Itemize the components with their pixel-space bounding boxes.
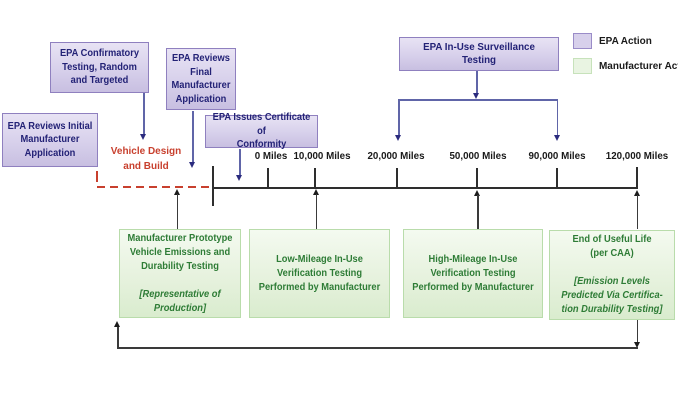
low-mileage-box: Low-Mileage In-Use Verification Testing …: [249, 229, 390, 318]
tick-20000-miles: [396, 168, 398, 187]
tick-90000-miles: [556, 168, 558, 187]
epa-surveillance-box: EPA In-Use Surveillance Testing: [399, 37, 559, 71]
arrow-surveillance-stem-line: [476, 71, 478, 93]
high-mileage-label: High-Mileage In-Use Verification Testing…: [412, 253, 534, 293]
arrow-confirmatory-head-icon: [140, 134, 146, 140]
arrow-end-of-life-up-head-icon: [633, 190, 640, 196]
epa-confirmatory-label: EPA Confirmatory Testing, Random and Tar…: [59, 48, 140, 87]
arrow-reviews-final-line: [192, 111, 194, 162]
legend-epa-swatch: [573, 33, 592, 49]
arrow-low-mileage-up-head-icon: [312, 189, 319, 195]
arrow-prototype-up-head-icon: [173, 189, 180, 195]
feedback-left-head-icon: [114, 321, 120, 327]
arrow-high-mileage-up-head-icon: [474, 190, 480, 196]
mile-label-20000: 20,000 Miles: [367, 150, 425, 162]
epa-reviews-final-label: EPA Reviews Final Manufacturer Applicati…: [171, 53, 231, 105]
epa-reviews-initial-box: EPA Reviews Initial Manufacturer Applica…: [2, 113, 98, 167]
tick-0-miles: [267, 168, 269, 187]
mile-label-120000: 120,000 Miles: [605, 150, 669, 162]
feedback-left-line: [117, 327, 119, 348]
tick-50000-miles: [476, 168, 478, 187]
arrow-high-mileage-up-line: [477, 195, 479, 229]
design-build-dash-vertical: [96, 171, 98, 182]
feedback-right-line: [636, 320, 638, 344]
legend-manufacturer-label: Manufacturer Action: [599, 60, 678, 72]
surveillance-bracket-left-head-icon: [395, 135, 401, 141]
arrow-end-of-life-up-line: [636, 195, 638, 229]
surveillance-bracket-line: [398, 99, 558, 101]
arrow-low-mileage-up-line: [315, 194, 317, 229]
end-of-life-label: End of Useful Life (per CAA): [572, 234, 652, 259]
mile-label-10000: 10,000 Miles: [293, 150, 351, 162]
tick-10000-miles: [314, 168, 316, 187]
epa-confirmatory-box: EPA Confirmatory Testing, Random and Tar…: [50, 42, 149, 93]
arrow-reviews-final-head-icon: [189, 162, 195, 168]
epa-reviews-final-box: EPA Reviews Final Manufacturer Applicati…: [166, 48, 236, 110]
end-of-life-box: End of Useful Life (per CAA) [Emission L…: [549, 230, 675, 320]
epa-surveillance-label: EPA In-Use Surveillance Testing: [423, 40, 535, 67]
epa-reviews-initial-label: EPA Reviews Initial Manufacturer Applica…: [7, 120, 93, 159]
low-mileage-label: Low-Mileage In-Use Verification Testing …: [258, 253, 381, 293]
tick-120000-miles: [636, 167, 638, 187]
vehicle-design-build-label: Vehicle Design and Build: [110, 145, 182, 172]
timeline-start-bar: [212, 166, 214, 206]
high-mileage-box: High-Mileage In-Use Verification Testing…: [403, 229, 543, 318]
arrow-certificate-line: [239, 149, 241, 175]
epa-certificate-box: EPA Issues Certificate of Conformity: [205, 112, 318, 150]
prototype-testing-label: Manufacturer Prototype Vehicle Emissions…: [127, 232, 233, 272]
mile-label-50000: 50,000 Miles: [449, 150, 507, 162]
epa-certificate-label: EPA Issues Certificate of Conformity: [212, 112, 311, 151]
feedback-horizontal-line: [117, 347, 638, 349]
arrow-certificate-head-icon: [236, 175, 242, 181]
surveillance-bracket-right-line: [556, 99, 558, 135]
surveillance-bracket-left-line: [398, 99, 400, 135]
mile-label-90000: 90,000 Miles: [528, 150, 586, 162]
mile-label-0: 0 Miles: [254, 150, 288, 162]
surveillance-bracket-right-head-icon: [553, 135, 560, 141]
design-build-dash-horizontal: [97, 186, 211, 188]
arrow-surveillance-stem-head-icon: [473, 93, 479, 99]
end-of-life-note: [Emission Levels Predicted Via Certifica…: [561, 276, 663, 315]
prototype-testing-box: Manufacturer Prototype Vehicle Emissions…: [119, 229, 241, 318]
timeline-axis: [212, 187, 638, 189]
prototype-testing-note: [Representative of Production]: [139, 288, 221, 314]
legend-epa-label: EPA Action: [599, 35, 652, 47]
arrow-confirmatory-line: [143, 93, 145, 135]
legend-manufacturer-swatch: [573, 58, 592, 74]
arrow-prototype-up-line: [176, 194, 178, 229]
feedback-right-head-icon: [633, 342, 640, 348]
